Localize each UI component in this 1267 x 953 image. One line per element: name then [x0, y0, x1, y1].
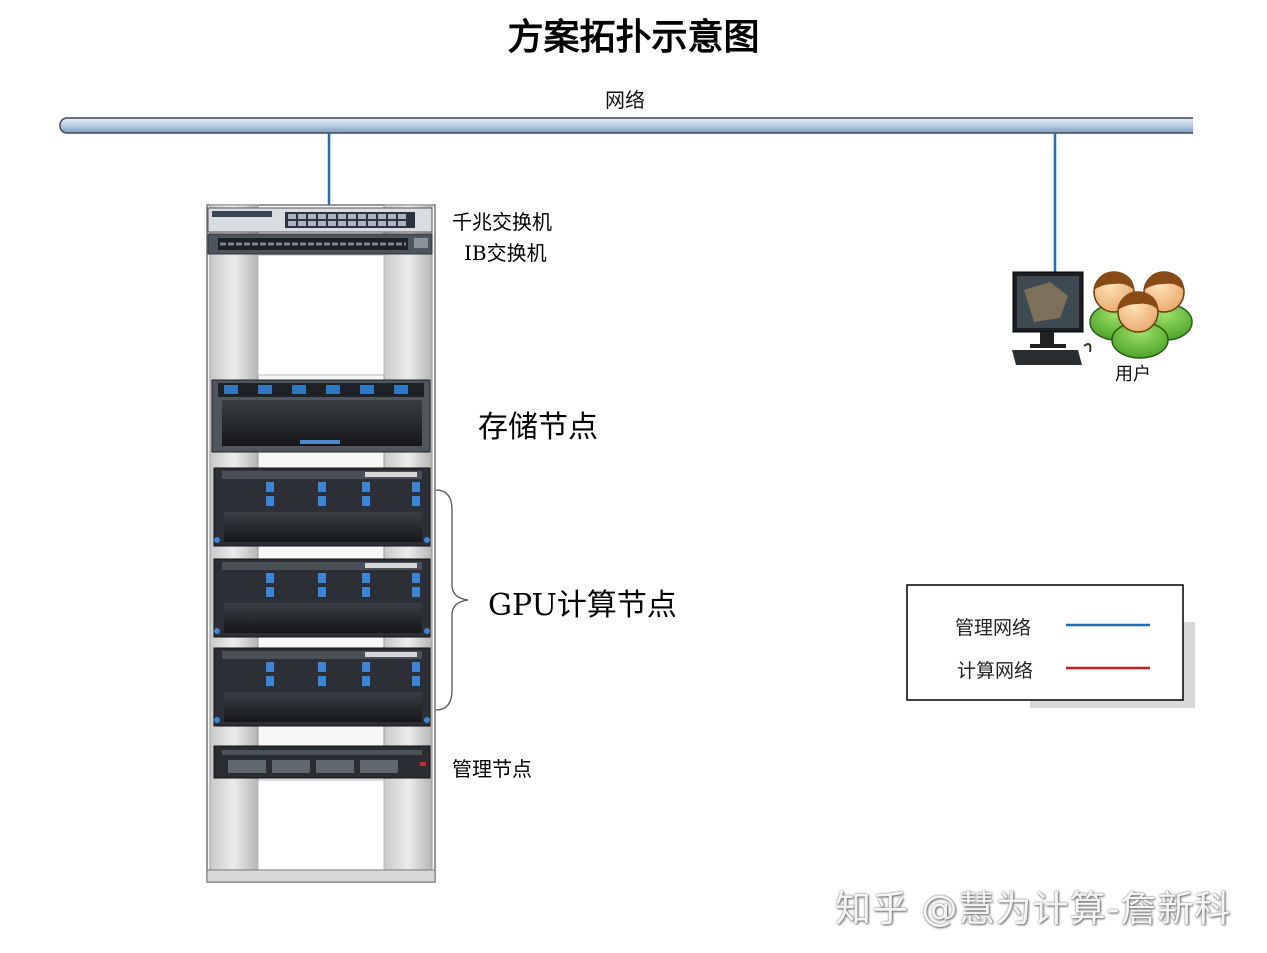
- gpu-node-3: [213, 647, 431, 727]
- legend-box: [906, 584, 1195, 708]
- gpu-node-2: [213, 558, 431, 638]
- gpu-node-label: GPU计算节点: [488, 588, 677, 623]
- user-group-icon: [1089, 271, 1193, 359]
- watermark: 知乎 @慧为计算-詹新科: [835, 889, 1232, 930]
- legend-compute-label: 计算网络: [957, 660, 1034, 682]
- network-label: 网络: [605, 88, 645, 112]
- ib-switch: [207, 233, 433, 255]
- ib-switch-label: IB交换机: [464, 241, 547, 265]
- management-node-label: 管理节点: [452, 757, 532, 781]
- storage-node: [211, 379, 431, 453]
- gigabit-switch: [207, 207, 433, 233]
- network-backbone: [59, 116, 1201, 136]
- storage-node-label: 存储节点: [478, 410, 598, 445]
- legend-management-label: 管理网络: [955, 617, 1032, 639]
- page-title: 方案拓扑示意图: [507, 17, 760, 58]
- management-node: [213, 745, 431, 779]
- user-workstation: [1012, 271, 1092, 365]
- gpu-group-brace: [435, 489, 469, 711]
- gigabit-switch-label: 千兆交换机: [452, 210, 552, 234]
- user-label: 用户: [1115, 364, 1151, 385]
- gpu-node-1: [213, 467, 431, 547]
